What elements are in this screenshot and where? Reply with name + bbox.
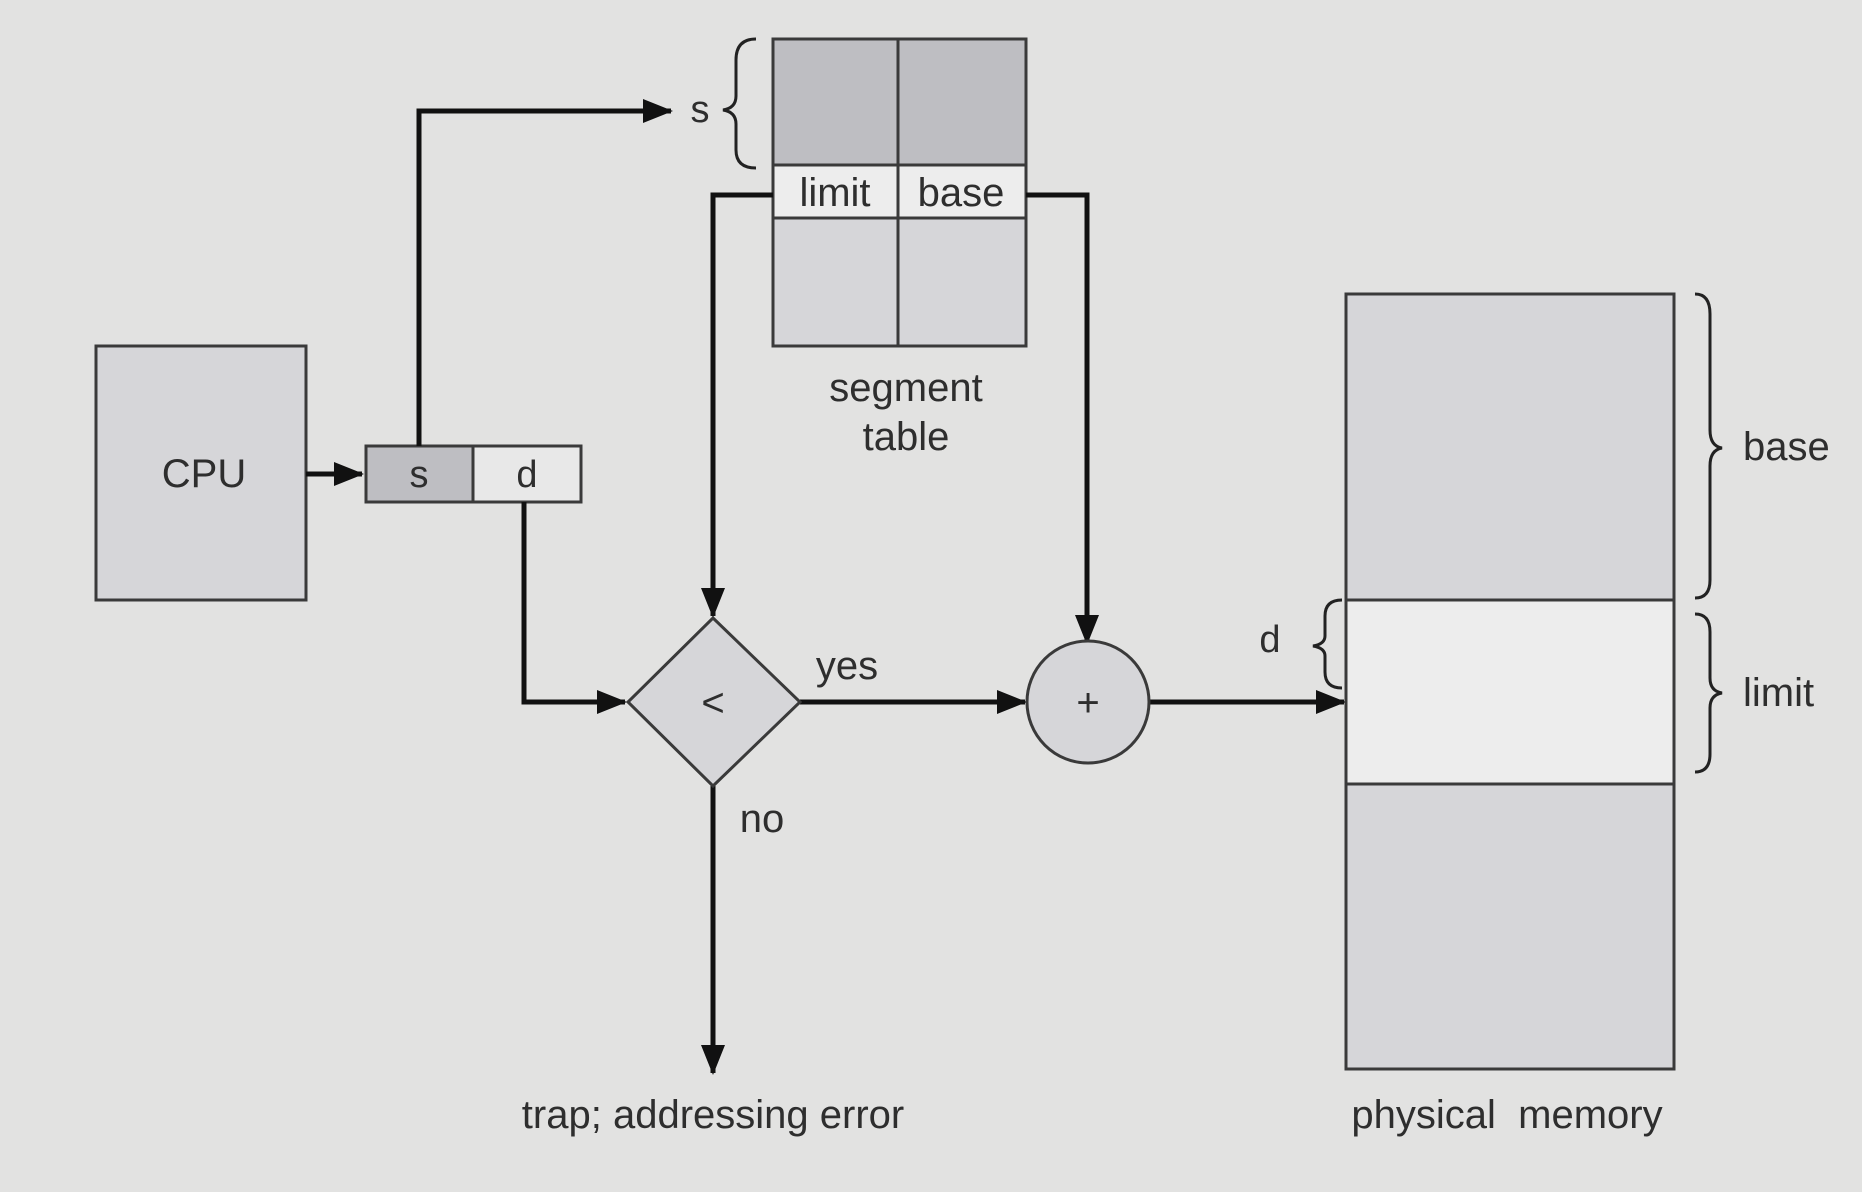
cpu-box: CPU — [94, 344, 308, 602]
segment-table-caption-line2: table — [863, 415, 950, 459]
compare-symbol: < — [701, 681, 724, 725]
segment-table-bottom-left-cell — [771, 216, 900, 348]
d-offset-brace — [1312, 598, 1343, 690]
address-s-cell — [364, 444, 475, 504]
address-s-label: s — [410, 454, 429, 496]
segment-table-limit-label: limit — [799, 171, 870, 215]
address-d-label: d — [516, 454, 537, 496]
adder-circle: + — [1025, 639, 1151, 765]
segment-table-caption-line1: segment — [829, 366, 982, 410]
segment-index-brace — [722, 37, 757, 170]
segment-table-base-label: base — [918, 171, 1005, 215]
cpu-label: CPU — [162, 452, 246, 496]
limit-brace — [1694, 612, 1723, 774]
memory-d-label: d — [1259, 619, 1280, 661]
memory-lower-region — [1344, 782, 1676, 1071]
adder-symbol: + — [1076, 681, 1099, 725]
segment-table-top-left-cell — [771, 37, 900, 167]
s-to-segment-table-arrow — [416, 99, 673, 446]
segment-table-bottom-right-cell — [896, 216, 1028, 348]
base-to-adder-arrow — [1026, 192, 1099, 645]
limit-to-compare-arrow — [701, 192, 773, 618]
address-d-cell — [471, 444, 583, 504]
no-label: no — [740, 797, 785, 841]
memory-base-label: base — [1743, 425, 1830, 469]
physical-memory-caption: physical memory — [1351, 1093, 1662, 1137]
segment-table: limit base segment table — [771, 37, 1028, 459]
memory-limit-label: limit — [1743, 671, 1814, 715]
trap-label: trap; addressing error — [522, 1093, 904, 1137]
compare-diamond: < — [625, 615, 803, 789]
memory-segment-region — [1344, 598, 1676, 786]
logical-address: s d — [364, 444, 583, 504]
yes-label: yes — [816, 644, 878, 688]
physical-memory: physical memory — [1344, 292, 1676, 1137]
segment-table-top-right-cell — [896, 37, 1028, 167]
segment-index-label: s — [691, 89, 710, 131]
base-brace — [1694, 292, 1723, 600]
memory-base-region — [1344, 292, 1676, 602]
d-to-compare-arrow — [521, 502, 627, 714]
